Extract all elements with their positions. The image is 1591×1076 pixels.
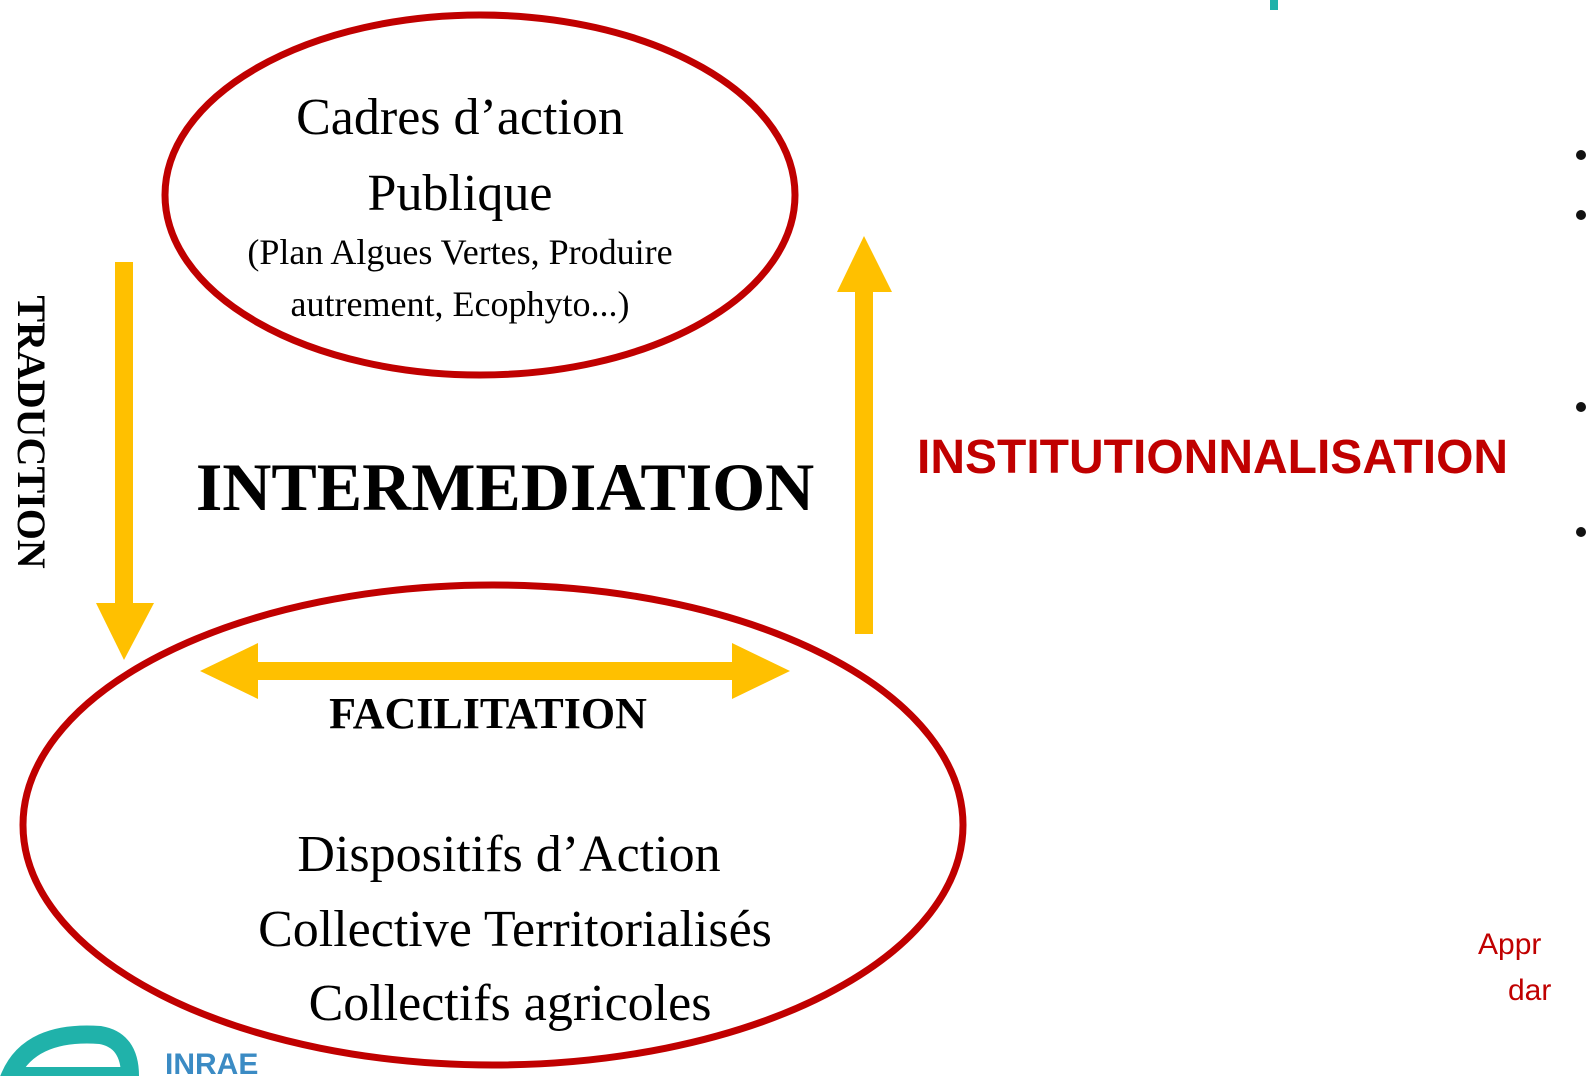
traduction-arrow: [96, 262, 154, 660]
traduction-label: TRADUCTION: [9, 295, 54, 568]
bullet-1: [1576, 150, 1586, 160]
bottom-ellipse-line3: Collectifs agricoles: [309, 975, 712, 1032]
top-ellipse-line3: (Plan Algues Vertes, Produire: [247, 232, 672, 272]
top-ellipse-line4: autrement, Ecophyto...): [291, 284, 630, 324]
top-ellipse-line2: Publique: [368, 165, 553, 222]
facilitation-label: FACILITATION: [329, 689, 647, 738]
bottom-ellipse-line1: Dispositifs d’Action: [297, 826, 720, 883]
bullet-4: [1576, 527, 1586, 537]
cut-text-line1: Appr: [1478, 928, 1542, 961]
bullet-2: [1576, 210, 1586, 220]
top-ellipse-line1: Cadres d’action: [296, 89, 624, 146]
bullet-3: [1576, 402, 1586, 412]
teal-logo-fragment: [0, 1025, 140, 1076]
teal-title-fragment: [1270, 0, 1278, 10]
inrae-logo-text: INRAE: [165, 1048, 258, 1076]
institutionnalisation-label: INSTITUTIONNALISATION: [917, 431, 1508, 484]
cut-text-line2: dar: [1508, 974, 1552, 1007]
top-ellipse: [161, 11, 799, 379]
bottom-ellipse: [19, 581, 967, 1069]
bottom-ellipse-line2: Collective Territorialisés: [258, 901, 772, 958]
institutionnalisation-arrow: [837, 236, 892, 634]
center-label: INTERMEDIATION: [196, 449, 814, 525]
facilitation-double-arrow: [200, 643, 790, 699]
